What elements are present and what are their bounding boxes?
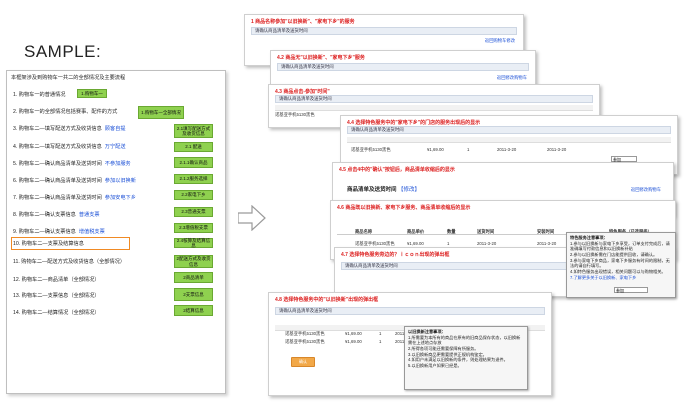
flow-button[interactable]: 2配送方式及收货信息 [174, 255, 213, 268]
flow-button[interactable]: 2.3普通支票 [174, 207, 213, 217]
table-header [347, 137, 671, 143]
list-item[interactable]: 7. 购物车二—确认商品清单及送货时间参加安电下乡 [13, 195, 136, 201]
list-item[interactable]: 9. 购物车二—确认支票信息增值税支票 [13, 229, 105, 235]
service-select[interactable]: 参加 [611, 156, 637, 162]
quantity: 1 [467, 147, 470, 152]
flow-button[interactable]: 2支票信息 [174, 288, 213, 301]
service-select[interactable]: 参加 [614, 287, 648, 293]
list-item[interactable]: 8. 购物车二—确认支票信息普通支票 [13, 212, 100, 218]
card-title: 4.2 商品无"以旧换新"、"家电下乡"服务 [277, 55, 365, 61]
confirm-button[interactable]: 确认 [291, 357, 315, 367]
flow-link[interactable]: 不参加服务 [104, 161, 131, 167]
flow-button[interactable]: 2商品清单 [174, 272, 213, 283]
list-item[interactable]: 6. 购物车二—确认商品清单及送货时间参加以旧换新 [13, 178, 136, 184]
back-to-cart-link[interactable]: 返回购物车修改 [484, 38, 515, 43]
flow-button[interactable]: 1.购物车一全部情况 [138, 106, 184, 119]
flow-link[interactable]: 顾客自提 [104, 126, 126, 132]
section-bar: 请确认商品清单及送货时间 [277, 63, 529, 71]
flow-button[interactable]: 2.3增值税支票 [174, 223, 213, 233]
flow-link[interactable]: 参加以旧换新 [104, 178, 136, 184]
right-arrow-icon [238, 205, 266, 231]
section-title: 商品清单及送货时间 【修改】 [347, 187, 421, 193]
edit-link[interactable]: 【修改】 [398, 187, 421, 193]
list-item[interactable]: 10. 购物车二—支票及结算信息 [13, 241, 84, 247]
card-title: 4.7 选择特色服务旁边的？ｉｃｏｎ出现的弹出框 [341, 252, 450, 258]
section-bar: 请确认商品清单及送货时间 [275, 307, 545, 315]
list-item[interactable]: 2. 购物车一的全部情况包括赛事、配件的方式 [13, 109, 118, 115]
back-to-cart-link[interactable]: 返回修改购物车 [630, 187, 661, 192]
section-bar: 请确认商品清单及送货时间 [251, 27, 517, 35]
flow-button[interactable]: 1.购物车一 [77, 89, 107, 98]
card-title: 4.4 选择特色服务中的"家电下乡"的门店的服务出现后的显示 [347, 120, 481, 126]
list-item[interactable]: 3. 购物车二—填写配送方式及收货信息顾客自提 [13, 126, 126, 132]
trade-in-popup: 以旧换新注意事项： 1.所需要为本所有的商品在原有的旧商品保存状态，以旧换新需在… [404, 326, 528, 390]
flow-button[interactable]: 2结算信息 [174, 305, 213, 316]
table-row: 诺基亚手机5130黑色 ¥1,69.00 1 2011-3-20 2011-3-… [347, 147, 671, 153]
card-title: 4.5 点击4中的"确认"按钮后，商品清单收缩后的显示 [339, 167, 455, 173]
price: ¥1,69.00 [427, 147, 444, 152]
card-title: 4.8 选择特色服务中的"以旧换新"出现的弹出框 [275, 297, 379, 303]
card-title: 4.3 商品点击-参加"时间" [275, 89, 330, 95]
flow-button[interactable]: 2.4核算及结算信息 [174, 238, 213, 248]
sample-label: SAMPLE: [24, 42, 102, 61]
install-date: 2011-3-20 [547, 147, 567, 152]
product-name: 诺基亚手机5130黑色 [351, 147, 391, 152]
section-bar: 请确认商品清单及送货时间 [341, 262, 593, 270]
list-item[interactable]: 13. 购物车二—支票信息（全部情况） [13, 293, 100, 299]
card-title: 1 商品名称参加"以旧换新"、"家电下乡"的服务 [251, 19, 355, 25]
table-header: 商品名称 商品单价 数量 送货时间 安装时间 特色服务（已选服务） [337, 229, 669, 235]
table-row: 诺基亚手机5130黑色 [275, 112, 315, 117]
list-item[interactable]: 4. 购物车二—填写配送方式及收货信息万宁配送 [13, 144, 126, 150]
list-item[interactable]: 12. 购物车二—商品清单（全部情况） [13, 277, 100, 283]
back-to-cart-link[interactable]: 返回修改购物车 [496, 75, 527, 80]
flow-link[interactable]: 增值税支票 [78, 229, 105, 235]
list-item[interactable]: 14. 购物车二—结算情况（全部情况） [13, 310, 100, 316]
section-bar: 请确认商品清单及送货时间 [275, 95, 593, 103]
current-item-highlight [11, 237, 130, 250]
flow-link[interactable]: 参加安电下乡 [104, 195, 136, 201]
flow-button[interactable]: 2.1 配送 [174, 142, 213, 152]
flow-button[interactable]: 2.1.1确认商品 [174, 157, 213, 168]
flow-link[interactable]: 万宁配送 [104, 144, 126, 150]
list-item[interactable]: 11. 购物车二—配送方式及收货信息（全部情况） [13, 259, 126, 265]
section-bar: 请确认商品清单及送货时间 [347, 126, 671, 134]
ship-date: 2011-3-20 [497, 147, 517, 152]
table-header [275, 105, 593, 111]
flow-button[interactable]: 2.1.2服务选择 [174, 174, 213, 184]
panel-header: 本框架涉及到购物车一共二的全部情况及主要流程 [11, 75, 126, 81]
flow-button[interactable]: 2.2家电下乡 [174, 190, 213, 200]
flow-index-panel: 本框架涉及到购物车一共二的全部情况及主要流程 1. 购物车一的普通情况 2. 购… [6, 70, 226, 394]
list-item[interactable]: 1. 购物车一的普通情况 [13, 92, 66, 98]
list-item[interactable]: 5. 购物车二—确认商品清单及送货时间不参加服务 [13, 161, 131, 167]
card-title: 4.6 商品既以旧换新、家电下乡服务、商品清单收缩后的显示 [337, 205, 471, 211]
flow-button[interactable]: 2.1填写配送方式及收货信息 [174, 124, 213, 138]
flow-link[interactable]: 普通支票 [78, 212, 100, 218]
